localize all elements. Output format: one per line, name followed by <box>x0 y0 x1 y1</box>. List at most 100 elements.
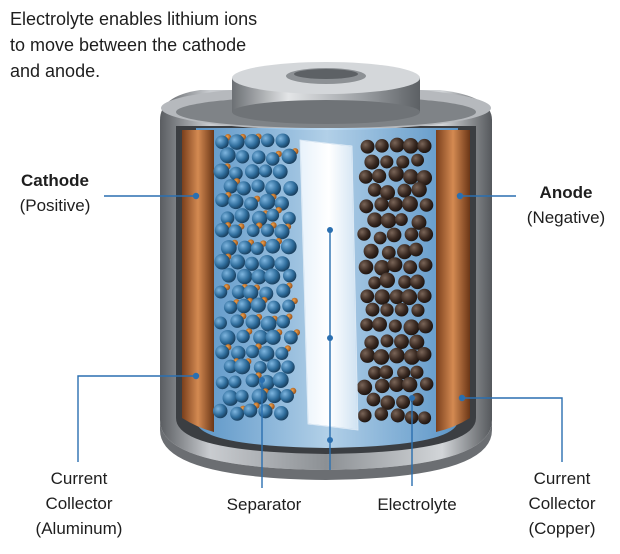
cathode-group-particle-47 <box>251 269 267 285</box>
cathode-group-particle-1 <box>228 134 245 150</box>
dot-cathode <box>192 192 200 200</box>
anode-group-particle-75 <box>401 376 418 393</box>
cathode-group-particle-9 <box>281 148 297 164</box>
cathode-group-particle-56 <box>236 298 252 314</box>
cathode-group-particle-50 <box>214 285 228 299</box>
cathode-group-particle-66 <box>236 329 250 344</box>
cathode-group-particle-28 <box>266 208 280 222</box>
anode-group-particle-73 <box>374 378 390 394</box>
cathode-group-particle-41 <box>230 254 246 270</box>
cathode-group-particle-71 <box>231 345 246 361</box>
cathode-group-particle-13 <box>258 164 273 178</box>
cathode-group-particle-29 <box>282 211 296 225</box>
cathode-group-particle-34 <box>274 224 290 240</box>
anode-group-particle-37 <box>374 260 390 276</box>
anode-group-particle-3 <box>402 138 419 154</box>
cathode-group-particle-44 <box>274 256 290 272</box>
cathode-group-particle-40 <box>214 253 230 270</box>
label-cc-cu-line-1: Current <box>533 469 591 488</box>
anode-group-particle-14 <box>367 183 382 197</box>
dot-aluminum <box>192 372 200 380</box>
label-cc-al-line-1: Current <box>50 469 108 488</box>
cathode-group-particle-25 <box>220 211 235 225</box>
cathode-group-particle-42 <box>244 256 259 271</box>
cathode-group-particle-15 <box>223 179 239 194</box>
anode-group-particle-59 <box>364 335 379 350</box>
leader-dots <box>192 192 466 443</box>
anode-group-particle-66 <box>403 348 420 365</box>
cathode-group-particle-14 <box>272 164 288 180</box>
anode-group-particle-11 <box>388 166 404 182</box>
cathode-group-particle-49 <box>282 268 297 283</box>
cathode-group-particle-59 <box>282 299 296 313</box>
anode-group-particle-12 <box>403 169 419 185</box>
cathode-group-particle-77 <box>253 360 267 374</box>
label-cathode-sub: (Positive) <box>19 196 91 215</box>
cathode-group-particle-73 <box>258 345 275 362</box>
anode-group-particle-50 <box>365 302 380 317</box>
cathode-group-particle-53 <box>259 286 274 301</box>
anode-group-particle-29 <box>386 227 402 243</box>
anode-group-particle-58 <box>418 318 434 334</box>
anode-group-particle-52 <box>394 302 409 317</box>
label-cc-cu-line-2: Collector <box>528 494 596 513</box>
anode-group-particle-32 <box>363 243 379 259</box>
anode-group-particle-70 <box>397 366 411 380</box>
anode-group-particle-57 <box>403 319 420 336</box>
label-cathode: Cathode (Positive) <box>10 168 100 218</box>
label-cc-al-line-3: (Aluminum) <box>35 519 123 538</box>
leader-aluminum <box>77 375 196 462</box>
anode-group-particle-72 <box>356 379 373 396</box>
label-separator: Separator <box>214 492 314 517</box>
anode-group-particle-67 <box>416 346 432 362</box>
cathode-group-particle-54 <box>276 283 291 298</box>
cathode-group-particle-23 <box>259 193 276 210</box>
cathode-group-particle-26 <box>234 208 250 224</box>
label-electrolyte-text: Electrolyte <box>377 495 457 514</box>
cathode-group-particle-61 <box>230 314 244 328</box>
dot-electrolyte <box>409 395 415 401</box>
cathode-group-particle-0 <box>215 135 229 150</box>
cathode-group-particle-20 <box>215 193 230 208</box>
anode-group-particle-76 <box>419 377 434 391</box>
cathode-group-particle-93 <box>258 404 273 419</box>
anode-group-particle-77 <box>366 392 381 407</box>
anode-group-particle-79 <box>396 395 411 410</box>
casing-bottom-rim <box>160 420 492 480</box>
cathode-group-particle-16 <box>236 181 251 196</box>
anode-group-particle-60 <box>380 334 394 348</box>
anode-group-particle-5 <box>364 154 380 170</box>
anode-group-particle-48 <box>401 289 418 306</box>
anode-group-particle-68 <box>368 366 382 380</box>
anode-group-particle-26 <box>411 215 427 230</box>
anode-group-particle-1 <box>375 139 389 153</box>
anode-group-particle-47 <box>389 289 405 305</box>
cathode-group-particle-91 <box>230 406 245 421</box>
anode-group-particle-2 <box>389 137 405 153</box>
anode-group-particle-61 <box>394 334 409 349</box>
anode-group-particle-56 <box>388 319 402 333</box>
cathode-group-particle-11 <box>229 166 243 181</box>
cathode-group-particle-85 <box>222 390 239 406</box>
anode-particles <box>356 137 434 425</box>
anode-group-particle-4 <box>417 138 432 154</box>
anode-group-particle-10 <box>372 168 387 184</box>
anode-group-particle-39 <box>403 260 418 275</box>
cathode-group-particle-33 <box>260 223 275 237</box>
anode-group-particle-27 <box>357 227 371 241</box>
cathode-group-particle-18 <box>265 180 282 197</box>
cathode-group-particle-74 <box>275 346 289 360</box>
label-cc-al-line-2: Collector <box>45 494 113 513</box>
anode-group-particle-24 <box>380 212 397 229</box>
cathode-group-particle-92 <box>243 403 258 418</box>
anode-group-particle-74 <box>389 376 405 392</box>
cathode-group-particle-31 <box>228 224 243 239</box>
cathode-group-particle-6 <box>235 150 250 164</box>
cathode-group-particle-2 <box>244 133 261 150</box>
cathode-group-particle-37 <box>250 242 264 256</box>
anode-group-particle-85 <box>418 411 432 425</box>
cathode-group-particle-88 <box>266 388 282 404</box>
anode-group-particle-38 <box>387 257 403 273</box>
cathode-group-particle-70 <box>215 345 230 360</box>
